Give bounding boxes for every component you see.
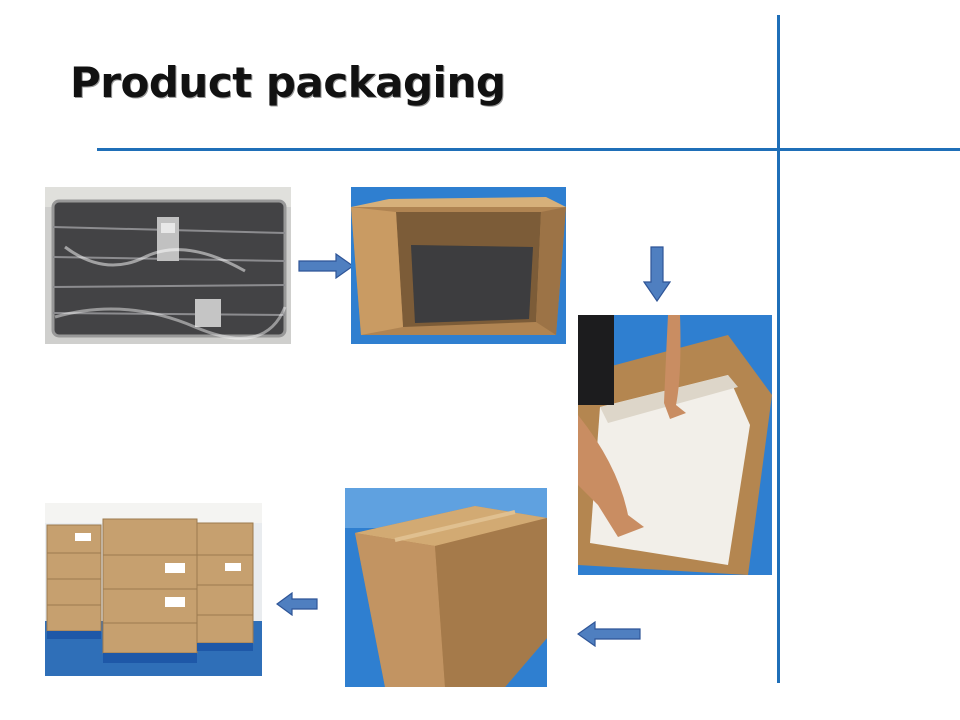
arrow-down-icon (643, 246, 671, 302)
photo-wrapped-case (45, 187, 291, 344)
photo-case-in-box (351, 187, 566, 344)
photo-foam-lining (578, 315, 772, 575)
arrow-left-icon (276, 592, 318, 616)
vertical-divider (777, 15, 780, 683)
horizontal-divider (97, 148, 960, 151)
photo-palletized-boxes (45, 503, 262, 676)
arrow-right-icon (298, 253, 354, 279)
slide-title: Product packaging (70, 58, 506, 107)
photo-sealed-box (345, 488, 547, 687)
arrow-left-icon (577, 621, 641, 647)
